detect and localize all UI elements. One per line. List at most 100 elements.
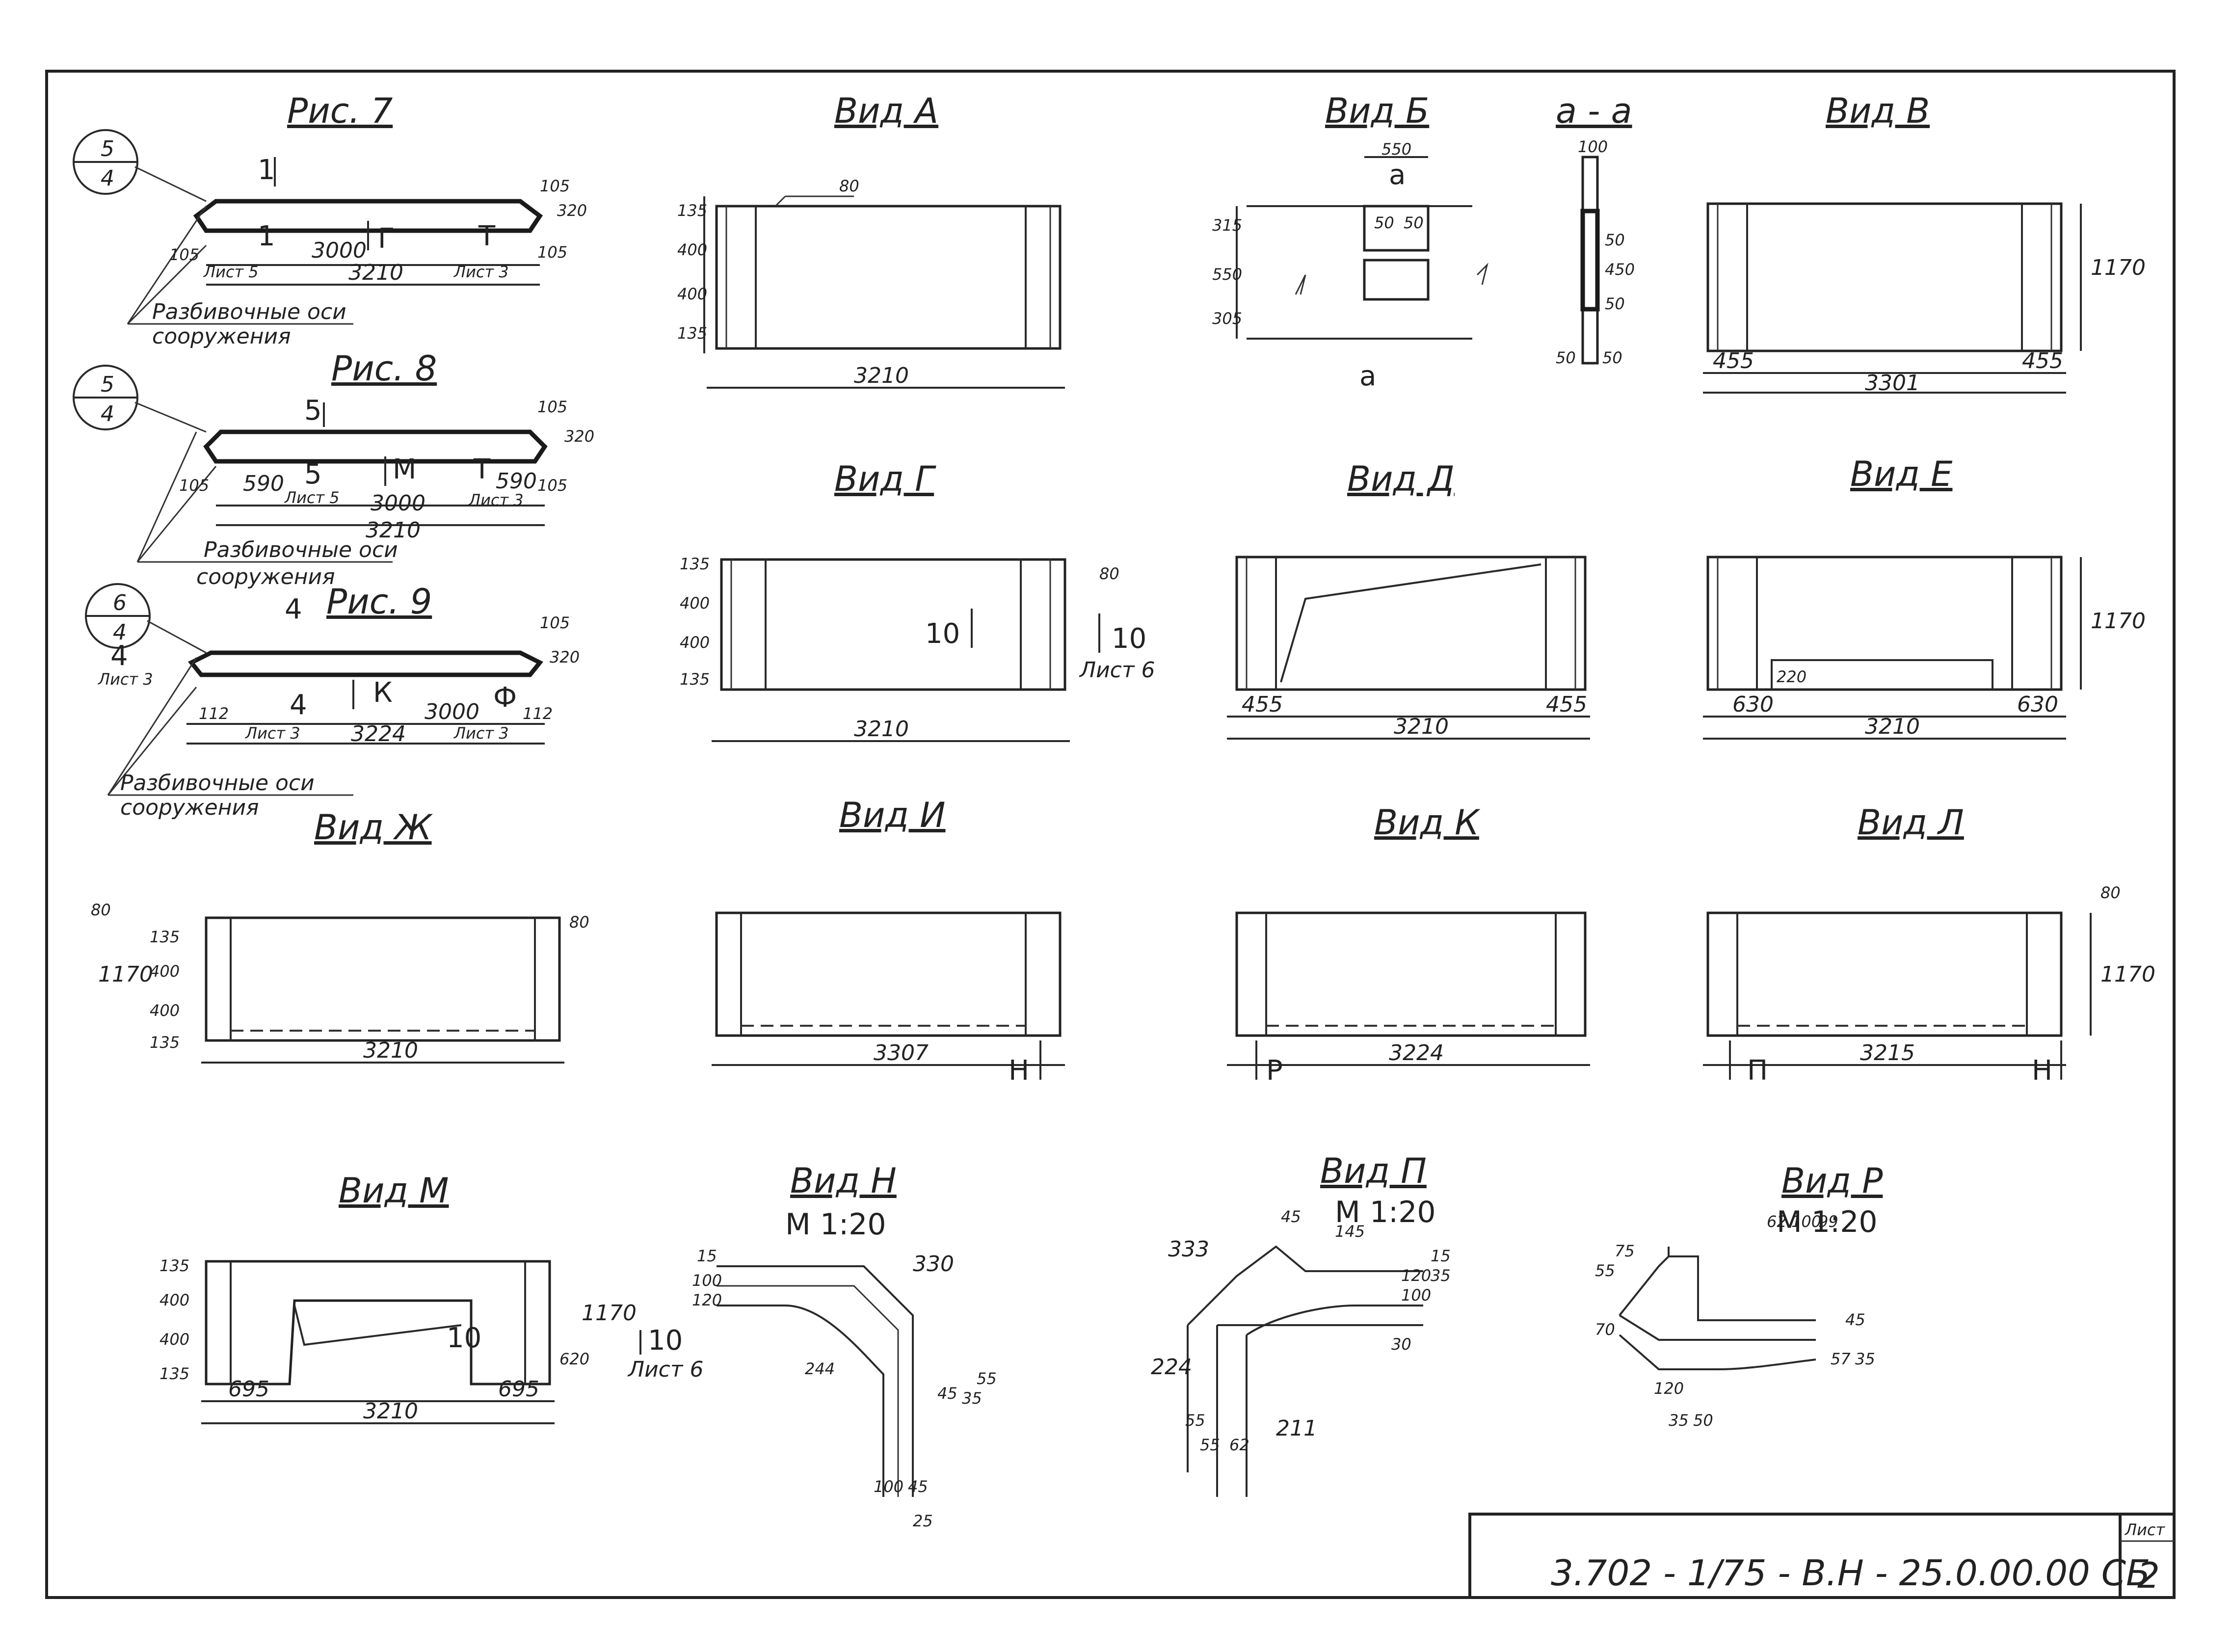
view-mark-m: М (393, 453, 416, 485)
sheet-ref: Лист 6 (627, 1357, 703, 1382)
view-mark-f: Ф (493, 682, 517, 714)
dim-10: 120 (692, 1291, 722, 1309)
view-r: Вид Р М 1:20 62 100 99 55 75 45 35 57 12… (1595, 1161, 1883, 1430)
left-dim-1: 135 (150, 928, 180, 946)
dim-8: 15 (1431, 1247, 1451, 1265)
section-mark: 4 (285, 593, 302, 625)
callout-top: 6 (113, 590, 127, 615)
dim-mid: 3000 (312, 238, 367, 263)
dim-11: 100 (1401, 1286, 1431, 1305)
left-dim-2: 400 (159, 1291, 189, 1309)
dim-4: 145 (1335, 1222, 1365, 1241)
dim-3: 50 (1605, 294, 1625, 313)
mark-right: Н (2032, 1055, 2052, 1087)
dim-h2: 320 (557, 201, 587, 220)
sloped-opening (1280, 563, 1541, 683)
dim-8: 57 (1831, 1350, 1851, 1368)
panel-elevation (715, 205, 1062, 350)
cut-mark-top: а (1389, 159, 1406, 191)
dim-7: 35 (1855, 1350, 1875, 1368)
dim-10: 120 (1401, 1266, 1431, 1285)
dim-width: 3210 (363, 1399, 418, 1424)
dim-11: 100 (692, 1271, 722, 1290)
callout-top: 5 (101, 136, 114, 161)
axes-label-2: сооружения (120, 795, 259, 820)
dim-12: 50 (1693, 1411, 1713, 1430)
panel-elevation (1235, 911, 1587, 1037)
view-title: Вид Е (1850, 454, 1953, 494)
dim-left: 112 (199, 704, 229, 723)
sheet-ref-b: Лист 3 (453, 263, 509, 281)
sheet-number: 2 (2137, 1555, 2160, 1596)
left-dim-4: 135 (150, 1033, 180, 1052)
panel-elevation (205, 916, 561, 1042)
callout-bottom: 4 (101, 166, 114, 191)
panel-plan (203, 429, 548, 464)
dim-bottom-1: 50 (1556, 348, 1576, 367)
panel-elevation (715, 911, 1062, 1037)
view-mark-t: Т (478, 220, 496, 252)
dim-7: 15 (697, 1247, 717, 1265)
dim-top: 80 (839, 177, 859, 195)
dim-5: 35 (962, 1389, 982, 1408)
dim-left: 455 (1242, 692, 1283, 717)
dim-right: 455 (1546, 692, 1587, 717)
dim-right: 455 (2022, 348, 2063, 373)
callout-bottom: 4 (113, 620, 127, 645)
dim-extra: 80 (569, 913, 589, 932)
dim-1: 330 (913, 1252, 954, 1277)
dim-total: 3210 (348, 260, 403, 285)
sheet-label: Лист (2125, 1520, 2165, 1539)
dim-2: 450 (1605, 260, 1635, 279)
dim-width: 3210 (854, 717, 909, 742)
sheet-ref-b: Лист 3 (468, 491, 524, 509)
sheet-ref-a: Лист 3 (98, 670, 153, 689)
left-dim-3: 400 (159, 1330, 189, 1349)
dim-10: 70 (1595, 1320, 1615, 1339)
bottom-step (1771, 659, 1993, 690)
view-mark-g: Г (378, 223, 395, 255)
view-v: Вид В 455 455 3301 1170 (1703, 91, 2146, 396)
view-m: Вид М 695 3210 695 1170 620 135 400 400 … (159, 1171, 703, 1424)
dim-3: 100 (874, 1477, 903, 1496)
view-mark-t: Т (473, 453, 491, 485)
dim-1: 62 (1767, 1212, 1787, 1231)
sheet-ref-a: Лист 5 (203, 263, 259, 281)
mark-left: Р (1266, 1055, 1283, 1087)
figure-title: Рис. 8 (331, 348, 437, 389)
opening-bottom (1363, 259, 1430, 301)
panel-elevation (205, 1260, 551, 1386)
dim-top: 100 (1578, 137, 1608, 156)
section-mark: 5 (304, 395, 322, 426)
dim-total: 3210 (366, 518, 421, 543)
dim-11: 35 (1669, 1411, 1689, 1430)
view-title: Вид Г (834, 459, 936, 499)
dim-height: 1170 (2100, 962, 2155, 987)
view-b: Вид Б 550 а а 50 50 315 550 305 (1212, 91, 1488, 392)
left-dim-4: 135 (680, 670, 710, 689)
dim-right: 105 (537, 476, 567, 495)
dim-width: 3210 (1394, 714, 1449, 739)
dim-top: 80 (2100, 883, 2121, 902)
view-mark-k: К (373, 677, 393, 709)
left-dim-3: 400 (680, 633, 710, 652)
panel-elevation (720, 558, 1066, 691)
dim-bottom-2: 50 (1602, 348, 1622, 367)
sheet-ref-b: Лист 3 (245, 724, 300, 743)
dim-6: 45 (1845, 1310, 1865, 1329)
view-title: Вид И (839, 795, 946, 835)
section-mark-3: 4 (110, 640, 128, 672)
section-mark-2: 4 (290, 689, 307, 721)
view-a: Вид А 80 3210 135 400 400 135 (677, 91, 1065, 389)
dim-width: 3301 (1865, 371, 1920, 396)
dim-4: 55 (1595, 1261, 1615, 1280)
callout-bottom: 4 (101, 401, 114, 426)
panel-elevation (1706, 556, 2063, 691)
section-mark: 10 (447, 1322, 481, 1354)
dim-height: 1170 (2091, 255, 2146, 280)
dim-b: 590 (496, 469, 537, 494)
dim-width: 3215 (1860, 1040, 1915, 1066)
opening-top (1363, 205, 1430, 252)
dim-3: 211 (1276, 1416, 1317, 1441)
